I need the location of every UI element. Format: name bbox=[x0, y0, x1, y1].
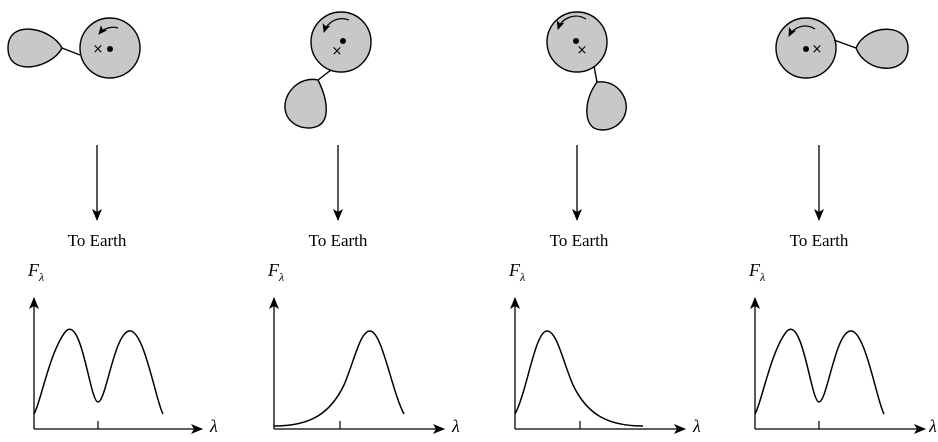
panel-4-star-center bbox=[803, 46, 809, 52]
panel-4-flux-curve bbox=[755, 329, 884, 414]
panel-3-lobe bbox=[587, 82, 626, 130]
panel-2-y-axis-label: Fλ bbox=[268, 260, 284, 281]
panel-4-y-axis-label: Fλ bbox=[749, 260, 765, 281]
panel-3-spectrum bbox=[515, 298, 685, 429]
panel-4-center-of-mass-mark: × bbox=[812, 42, 823, 57]
panel-3-center-of-mass-mark: × bbox=[577, 43, 588, 58]
panel-3-y-axis-label: Fλ bbox=[509, 260, 525, 281]
panel-1-center-of-mass-mark: × bbox=[93, 42, 104, 57]
panel-1-y-axis-label: Fλ bbox=[28, 260, 44, 281]
panel-2-center-of-mass-mark: × bbox=[332, 44, 343, 59]
panel-4-to-earth-label: To Earth bbox=[790, 231, 849, 251]
panel-2-lobe bbox=[285, 79, 326, 128]
panel-2-spectrum bbox=[274, 298, 444, 429]
panel-2-to-earth-label: To Earth bbox=[309, 231, 368, 251]
panel-1-binary: × bbox=[8, 18, 140, 78]
panel-3-flux-curve bbox=[515, 331, 643, 426]
panel-2-flux-curve bbox=[274, 331, 404, 426]
panel-4-binary: × bbox=[776, 18, 908, 78]
panel-3-x-axis-label: λ bbox=[693, 416, 701, 437]
panel-1-x-axis-label: λ bbox=[210, 416, 218, 437]
panel-2-binary: × bbox=[285, 12, 371, 128]
panel-3-mass-stream bbox=[594, 66, 597, 82]
panel-4-x-axis-label: λ bbox=[929, 416, 938, 437]
panel-3-to-earth-label: To Earth bbox=[550, 231, 609, 251]
panel-1-mass-stream bbox=[62, 48, 80, 55]
panel-2-mass-stream bbox=[318, 70, 331, 80]
panel-1-spectrum bbox=[34, 298, 202, 429]
panel-1-flux-curve bbox=[34, 329, 163, 414]
panel-1-lobe bbox=[8, 29, 62, 67]
panel-1-to-earth-label: To Earth bbox=[68, 231, 127, 251]
panel-4-spectrum bbox=[755, 298, 925, 429]
panel-2-x-axis-label: λ bbox=[452, 416, 460, 437]
panel-4-lobe bbox=[856, 29, 908, 68]
panel-3-binary: × bbox=[547, 12, 626, 130]
panel-1-star-center bbox=[107, 46, 113, 52]
panel-4-mass-stream bbox=[834, 40, 856, 48]
